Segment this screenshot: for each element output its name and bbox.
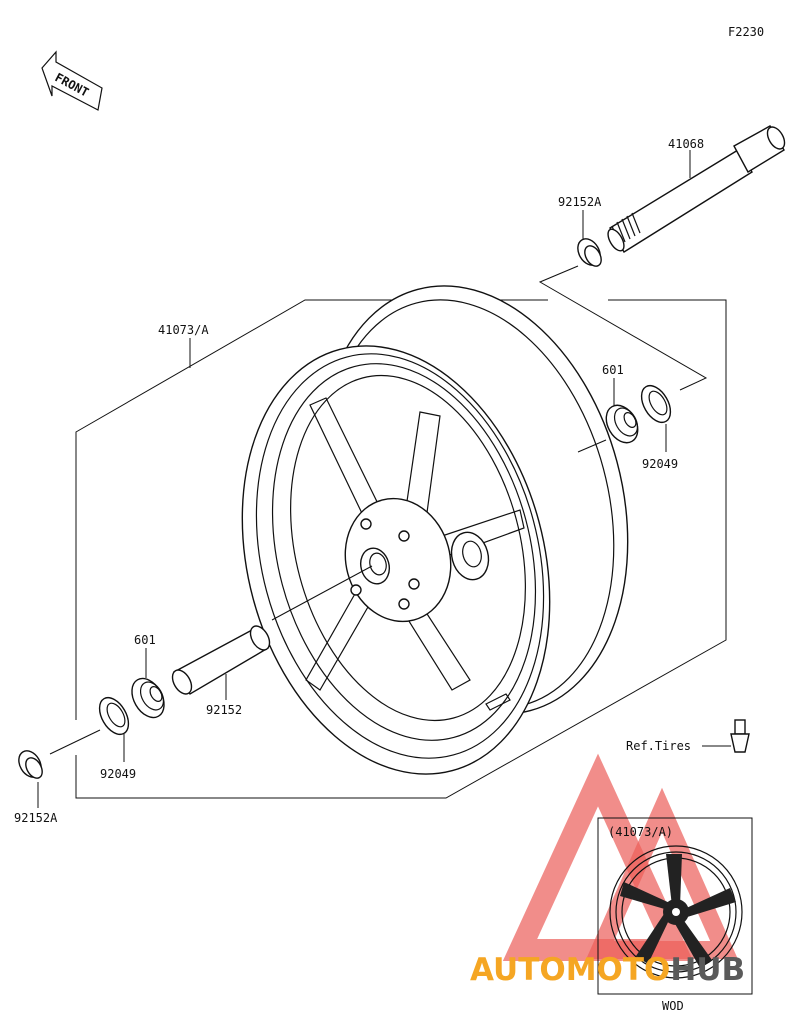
front-label: FRONT: [53, 70, 91, 99]
watermark-part2: HUB: [670, 952, 745, 988]
axle-part: [607, 125, 786, 253]
seal-left-part: [98, 696, 130, 736]
label-spacer: 92152: [206, 703, 242, 717]
inset-wheel-variant: (41073/A) WOD: [597, 817, 753, 1013]
valve-part: [730, 719, 750, 753]
collar-top-part: [577, 238, 602, 267]
label-ref-tires: Ref.Tires: [626, 739, 691, 753]
seal-right-part: [640, 384, 672, 424]
leader-line: [577, 439, 607, 453]
label-axle: 41068: [668, 137, 704, 151]
wheel-part: [241, 285, 629, 775]
spacer-part: [171, 625, 271, 695]
front-arrow-icon: FRONT: [41, 50, 103, 111]
watermark-part1: AUTOMOTO: [470, 952, 670, 988]
bearing-left-part: [131, 677, 165, 719]
label-bearing-left: 601: [134, 633, 156, 647]
label-collar-top: 92152A: [558, 195, 602, 209]
diagram-code: F2230: [728, 25, 764, 39]
label-collar-bottom: 92152A: [14, 811, 58, 825]
label-seal-left: 92049: [100, 767, 136, 781]
inset-caption: WOD: [662, 999, 684, 1013]
label-seal-right: 92049: [642, 457, 678, 471]
bracket-line: [75, 299, 727, 799]
axle-line: [49, 729, 101, 755]
label-bearing-right: 601: [602, 363, 624, 377]
watermark-logo: [502, 753, 738, 961]
label-wheel: 41073/A: [158, 323, 209, 337]
collar-bottom-part: [18, 750, 43, 779]
bearing-right-part: [605, 404, 639, 444]
watermark-text: AUTOMOTOHUB: [470, 952, 745, 988]
inset-title: (41073/A): [608, 825, 673, 839]
axle-line: [271, 565, 373, 621]
bracket-line: [538, 265, 708, 391]
